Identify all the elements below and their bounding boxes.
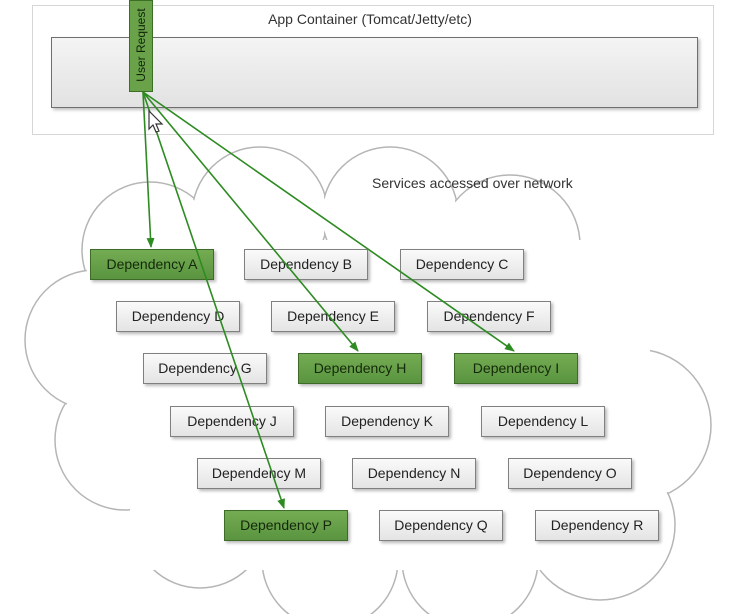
dependency-k: Dependency K <box>325 406 449 437</box>
dependency-a: Dependency A <box>90 249 214 280</box>
user-request-label: User Request <box>134 8 148 82</box>
app-container-title: App Container (Tomcat/Jetty/etc) <box>268 11 472 27</box>
dependency-l: Dependency L <box>481 406 605 437</box>
dependency-m: Dependency M <box>197 458 321 489</box>
dependency-f: Dependency F <box>427 301 551 332</box>
dependency-n: Dependency N <box>352 458 476 489</box>
user-request-bar: User Request <box>129 0 153 92</box>
dependency-c: Dependency C <box>400 249 524 280</box>
dependency-b: Dependency B <box>244 249 368 280</box>
mouse-pointer-icon <box>148 110 164 133</box>
dependency-o: Dependency O <box>508 458 632 489</box>
dependency-g: Dependency G <box>143 353 267 384</box>
dependency-d: Dependency D <box>116 301 240 332</box>
dependency-e: Dependency E <box>271 301 395 332</box>
dependency-h: Dependency H <box>298 353 422 384</box>
dependency-j: Dependency J <box>170 406 294 437</box>
network-label: Services accessed over network <box>372 175 573 191</box>
dependency-q: Dependency Q <box>379 510 503 541</box>
dependency-p: Dependency P <box>224 510 348 541</box>
dependency-r: Dependency R <box>535 510 659 541</box>
dependency-i: Dependency I <box>454 353 578 384</box>
